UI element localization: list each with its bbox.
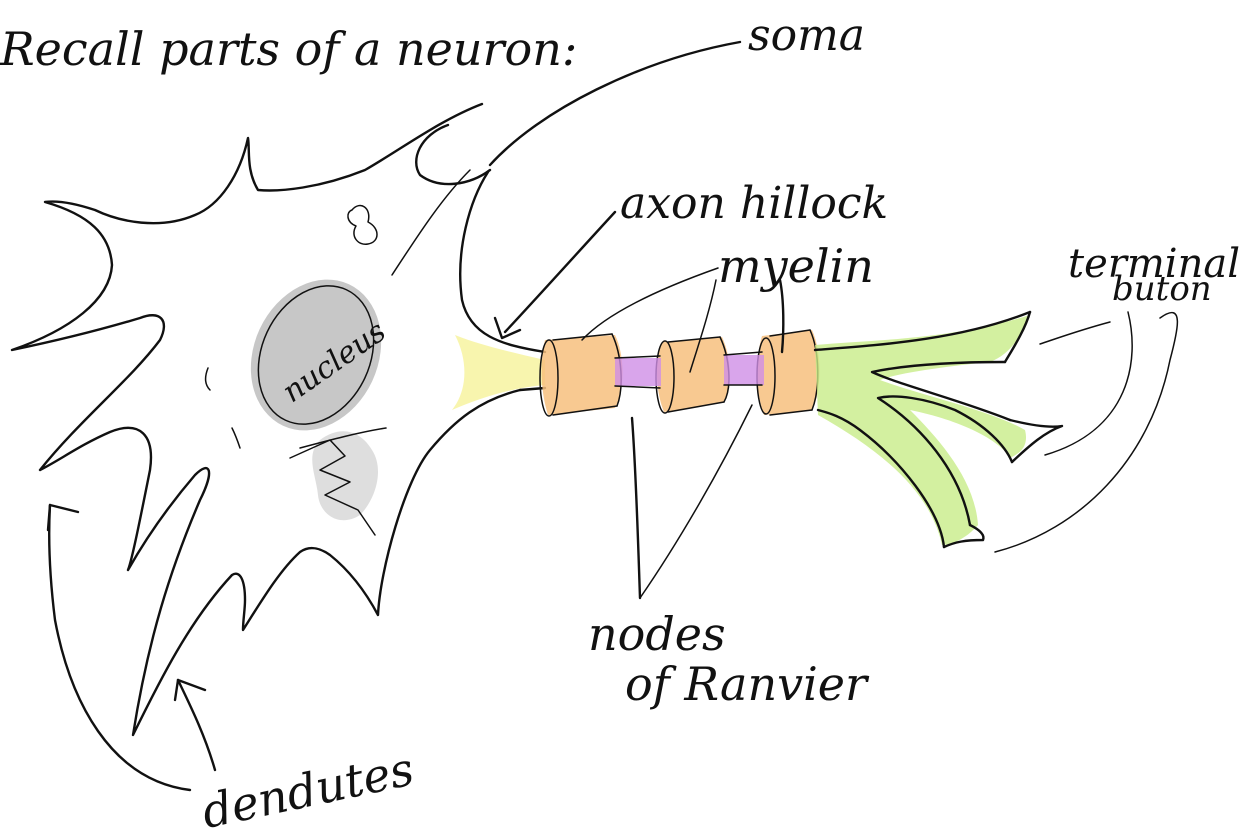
nodes-of-ranvier-pointer-1 — [632, 418, 640, 598]
myelin-segment-2 — [657, 337, 730, 412]
dendrites-label: dendutes — [197, 742, 418, 836]
soma-upper-edge — [416, 125, 490, 184]
soma-outline — [12, 104, 520, 735]
terminal-button-pointer-2 — [1045, 312, 1132, 455]
nodes-of-ranvier-label-line1: nodes — [588, 607, 726, 661]
soma-mark-2 — [232, 428, 240, 448]
node-1 — [615, 358, 661, 386]
dendrites-arrowhead-1 — [48, 505, 78, 530]
terminal-button-pointer-1 — [1040, 322, 1110, 344]
axon-hillock-pointer — [505, 212, 615, 332]
soma-mark-1 — [206, 368, 210, 390]
myelin-label: myelin — [718, 239, 874, 293]
node-2 — [724, 355, 764, 385]
golgi-apparatus — [290, 428, 386, 535]
terminal-button-label-line2: buton — [1112, 269, 1212, 309]
mitochondria-scribble — [348, 206, 377, 245]
axon-lower-edge — [520, 388, 545, 390]
axon-terminal — [815, 312, 1062, 547]
nodes-of-ranvier-pointer-2 — [640, 405, 752, 598]
soma-label: soma — [748, 10, 865, 61]
nucleus: nucleus — [227, 258, 405, 452]
soma-inner-line — [392, 170, 470, 275]
myelin-sheath — [540, 330, 820, 416]
page-title: Recall parts of a neuron: — [0, 22, 577, 76]
myelin-pointer-1 — [582, 268, 718, 340]
myelin-segment-3 — [757, 330, 820, 415]
nodes-of-ranvier-label-line2: of Ranvier — [625, 657, 870, 711]
axon-hillock-highlight — [452, 335, 545, 410]
axon-hillock-label: axon hillock — [620, 178, 888, 229]
dendrites-pointer-2 — [178, 680, 215, 770]
dendrites-pointer-1 — [49, 505, 190, 790]
hillock-upper-edge — [460, 172, 545, 352]
